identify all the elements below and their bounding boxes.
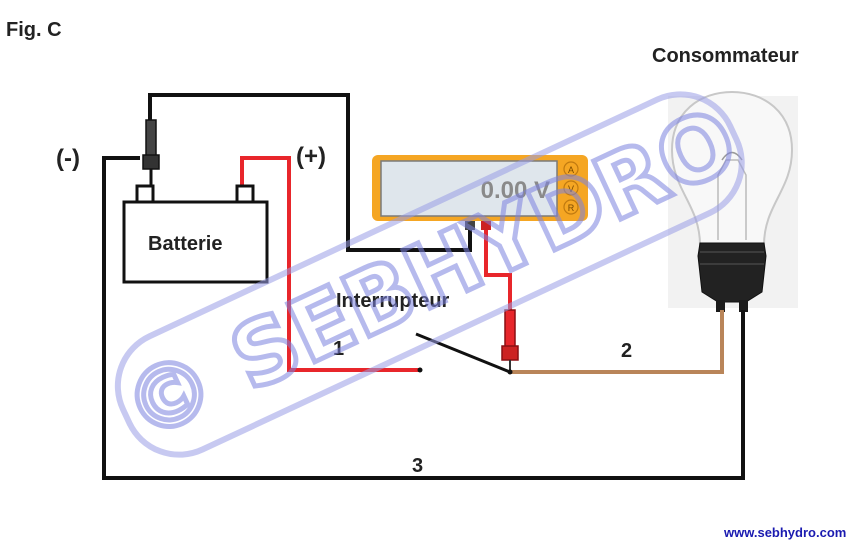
load-label: Consommateur	[652, 45, 799, 67]
negative-label: (-)	[56, 145, 80, 172]
mode-button-a[interactable]	[563, 161, 579, 177]
wire-2-label: 2	[621, 340, 632, 362]
wire-red-probe	[484, 228, 512, 312]
positive-label: (+)	[296, 143, 326, 170]
switch-label: Interrupteur	[336, 290, 450, 312]
wire-red-1	[240, 156, 420, 372]
website-link[interactable]: www.sebhydro.com	[723, 525, 846, 540]
mode-button-v[interactable]	[563, 180, 579, 196]
red-probe	[501, 309, 519, 372]
figure-title: Fig. C	[6, 19, 62, 41]
wire-1-label: 1	[333, 338, 344, 360]
mode-button-a-label: A	[568, 165, 574, 175]
meter-volt-jack	[481, 221, 491, 230]
wire-black-meter	[148, 93, 472, 252]
meter-com-jack	[465, 221, 475, 230]
mode-button-r[interactable]	[563, 199, 579, 215]
wire-black-3	[102, 156, 745, 480]
mode-button-r-label: R	[568, 203, 575, 213]
wire-3-label: 3	[412, 455, 423, 477]
multimeter-display: 0.00 V	[481, 177, 550, 204]
black-probe	[142, 119, 160, 186]
wire-brown-2	[510, 310, 724, 374]
battery: Batterie	[122, 184, 269, 284]
mode-button-v-label: V	[568, 184, 574, 194]
battery-label: Batterie	[148, 233, 222, 255]
